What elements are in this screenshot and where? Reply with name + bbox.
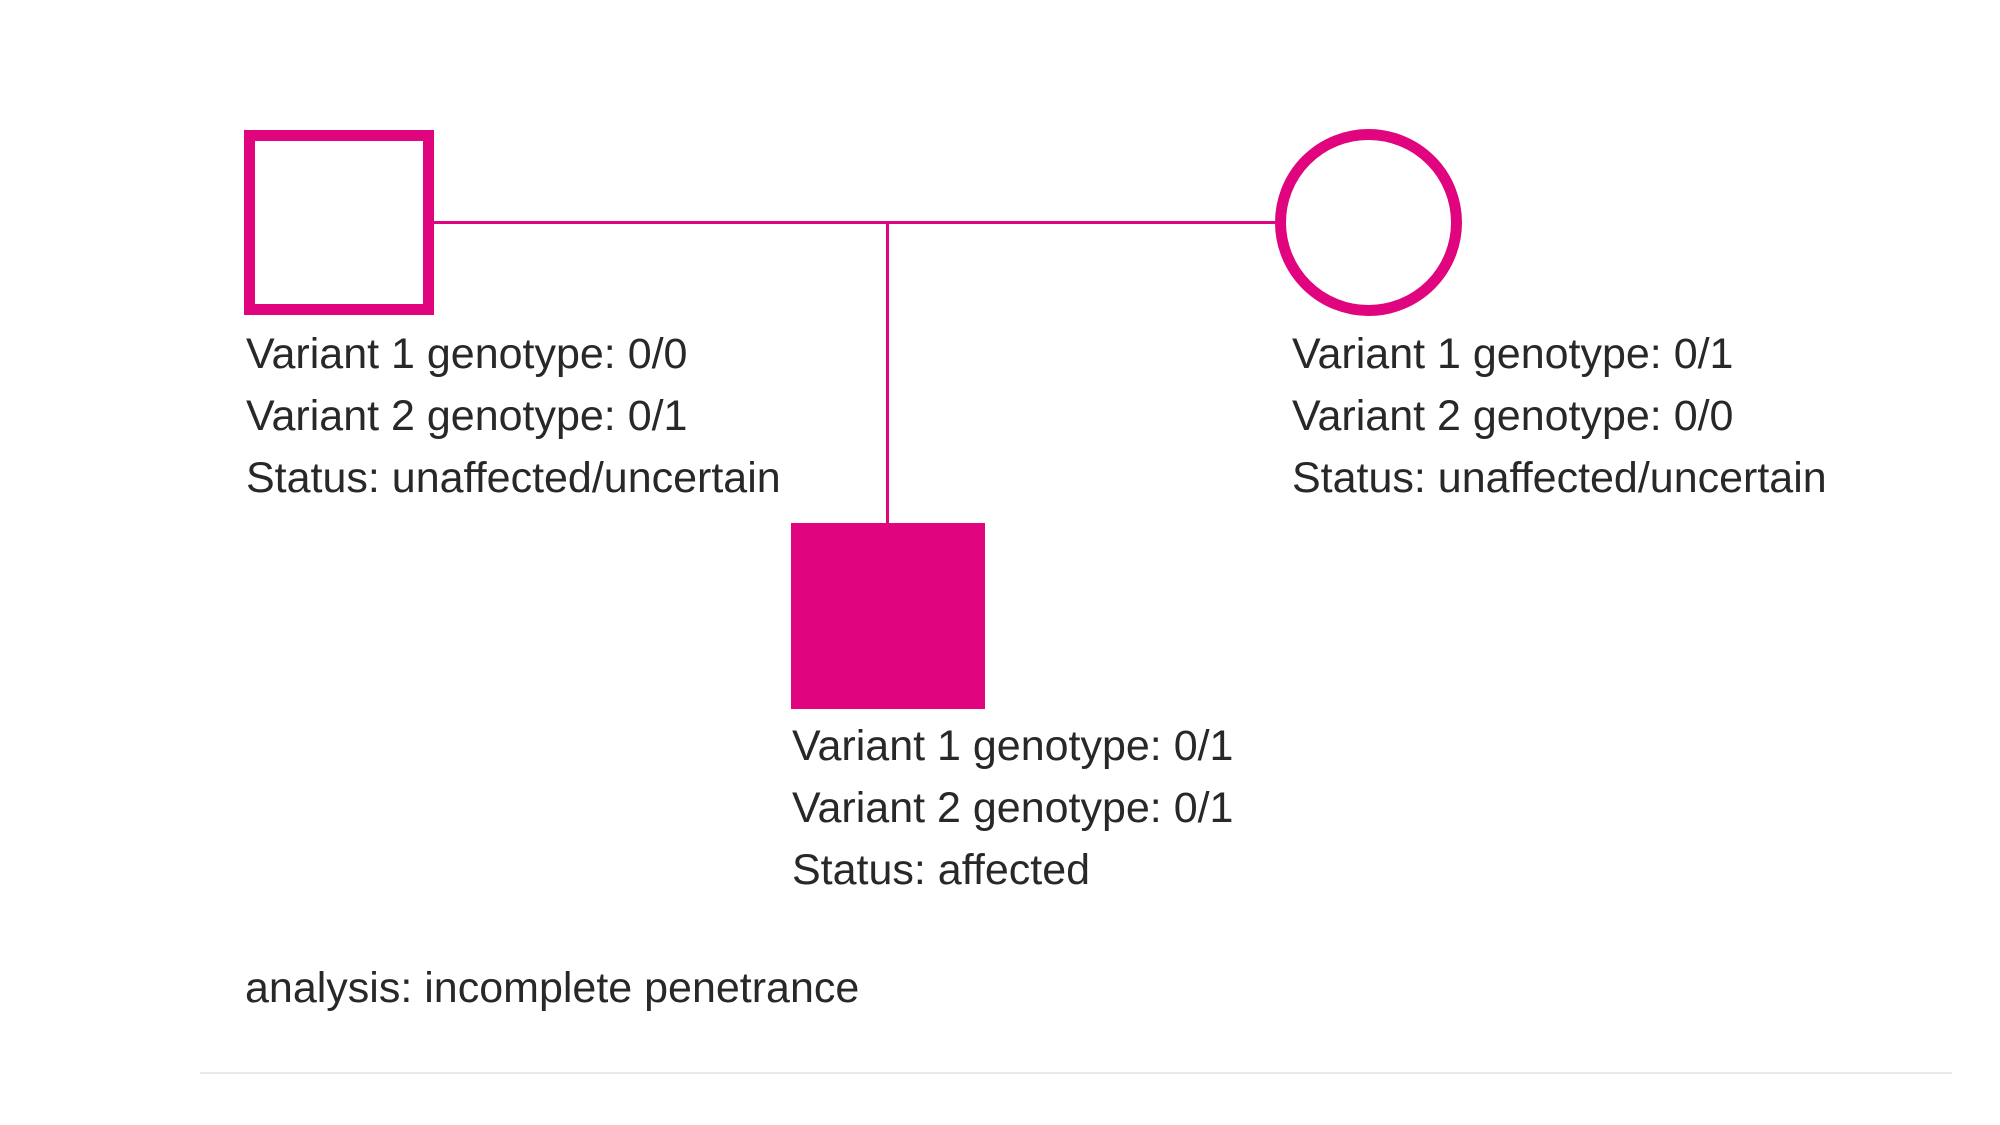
couple-connector-line — [434, 221, 1275, 224]
father-annotation: Variant 1 genotype: 0/0 Variant 2 genoty… — [246, 323, 781, 509]
father-male-square-icon — [244, 130, 434, 315]
child-variant2-genotype: Variant 2 genotype: 0/1 — [792, 784, 1234, 832]
analysis-note: analysis: incomplete penetrance — [245, 964, 860, 1012]
father-status: Status: unaffected/uncertain — [246, 454, 781, 502]
child-variant1-genotype: Variant 1 genotype: 0/1 — [792, 722, 1234, 770]
child-descent-line — [886, 221, 889, 523]
mother-annotation: Variant 1 genotype: 0/1 Variant 2 genoty… — [1292, 323, 1827, 509]
divider-line — [200, 1072, 1952, 1074]
child-annotation: Variant 1 genotype: 0/1 Variant 2 genoty… — [792, 715, 1233, 901]
child-affected-square-icon — [791, 523, 985, 709]
mother-variant1-genotype: Variant 1 genotype: 0/1 — [1292, 330, 1734, 378]
mother-status: Status: unaffected/uncertain — [1292, 454, 1827, 502]
child-status: Status: affected — [792, 846, 1091, 894]
father-variant2-genotype: Variant 2 genotype: 0/1 — [246, 392, 688, 440]
father-variant1-genotype: Variant 1 genotype: 0/0 — [246, 330, 688, 378]
mother-variant2-genotype: Variant 2 genotype: 0/0 — [1292, 392, 1734, 440]
mother-female-circle-icon — [1275, 129, 1462, 316]
